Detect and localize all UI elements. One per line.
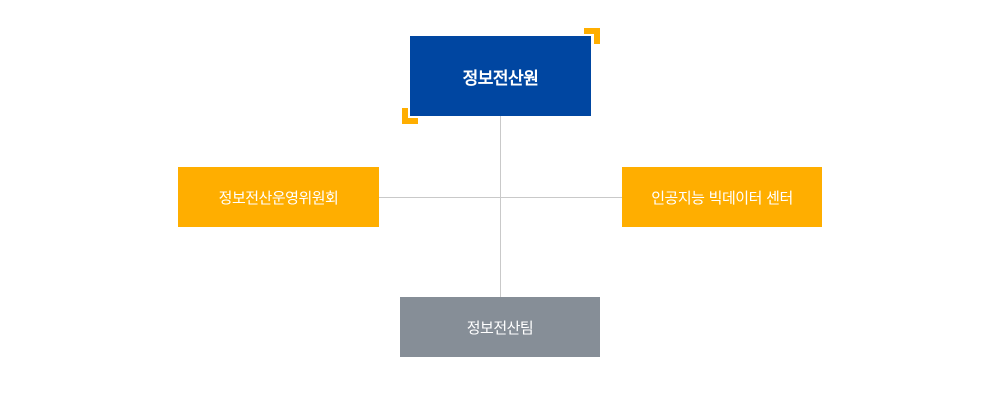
corner-bracket-top-right-shape <box>584 28 600 44</box>
corner-bracket-bottom-left-shape <box>402 108 418 124</box>
org-node-operations-committee[interactable]: 정보전산운영위원회 <box>178 167 379 227</box>
org-node-label: 정보전산운영위원회 <box>218 188 339 207</box>
org-node-label: 정보전산원 <box>462 68 539 89</box>
connector-vertical <box>500 115 501 297</box>
corner-bracket-icon <box>402 108 418 124</box>
corner-bracket-icon <box>584 28 600 44</box>
org-node-ai-bigdata-center[interactable]: 인공지능 빅데이터 센터 <box>622 167 822 227</box>
org-node-label: 정보전산팀 <box>466 318 534 337</box>
org-node-information-team[interactable]: 정보전산팀 <box>400 297 600 357</box>
org-node-information-center[interactable]: 정보전산원 <box>410 36 591 116</box>
org-node-label: 인공지능 빅데이터 센터 <box>651 188 793 207</box>
connector-horizontal <box>378 197 622 198</box>
